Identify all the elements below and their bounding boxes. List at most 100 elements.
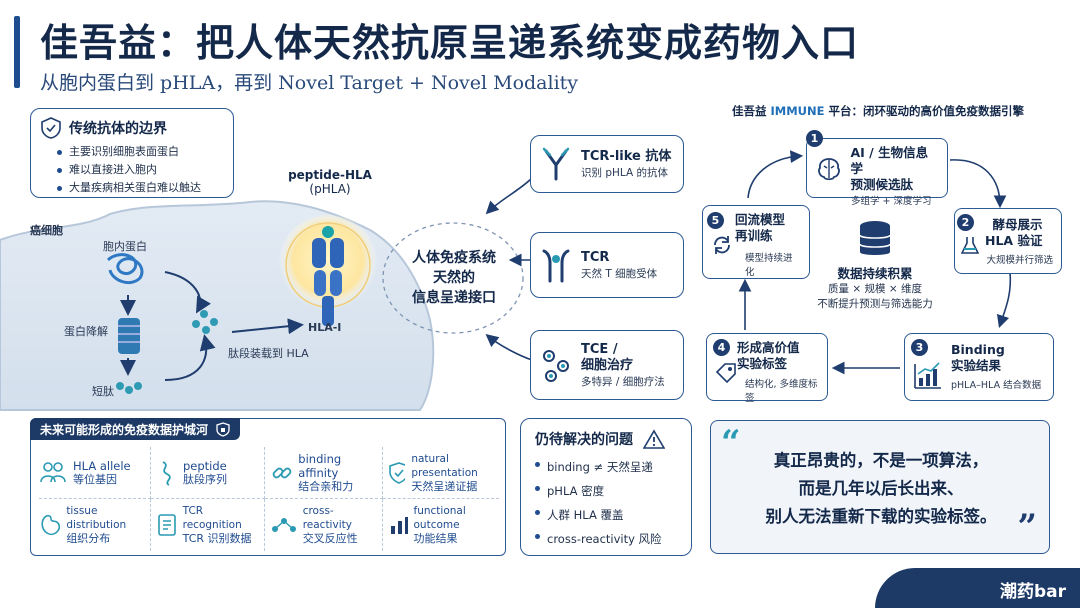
problems-title: 仍待解决的问题: [535, 432, 633, 448]
step-title: 形成高价值: [737, 340, 800, 355]
step-title-line2: 预测候选肽: [850, 177, 914, 192]
shield-check-icon: [389, 461, 406, 484]
step-number: 2: [957, 214, 974, 231]
boundary-item: 难以直接进入胞内: [57, 161, 223, 179]
moat-item-title: cross-reactivity: [302, 505, 352, 531]
lock-shield-icon: [216, 421, 230, 437]
moat-item-sub: 天然呈递证据: [411, 479, 478, 493]
quote-line: 真正昂贵的，不是一项算法，: [773, 451, 989, 470]
platform-step-3: 3 Binding 实验结果 pHLA–HLA 结合数据: [904, 333, 1054, 401]
refresh-icon: [714, 236, 730, 254]
step-title: 酵母展示: [992, 217, 1043, 232]
step-title-line2: 实验结果: [951, 358, 1002, 373]
moat-item-sub: 功能结果: [413, 532, 458, 545]
modality-sub: 识别 pHLA 的抗体: [581, 166, 669, 179]
tcr-receptor-icon: [542, 249, 570, 283]
modality-card-tce: TCE / 细胞治疗 多特异 / 细胞疗法: [530, 330, 684, 400]
hla-molecule-icon: [278, 215, 378, 326]
quote-line: 别人无法重新下载的实验标签。: [765, 507, 997, 526]
modality-card-tcr-like: TCR-like 抗体 识别 pHLA 的抗体: [530, 135, 684, 193]
tag-label-icon: [715, 363, 736, 384]
step-number: 4: [713, 339, 730, 356]
peptide-label: 短肽: [92, 385, 114, 398]
modality-sub: 多特异 / 细胞疗法: [581, 375, 665, 388]
step-title: Binding: [951, 342, 1005, 357]
core-title: 数据持续积累: [837, 266, 913, 281]
step-number: 1: [806, 130, 823, 147]
page-title: 佳吾益：把人体天然抗原呈递系统变成药物入口: [40, 20, 860, 65]
antibody-boundary-card: 传统抗体的边界 主要识别细胞表面蛋白 难以直接进入胞内 大量疾病相关蛋白难以触达: [30, 108, 234, 198]
bar-chart-icon: [391, 517, 408, 534]
center-line: 人体免疫系统: [412, 250, 496, 266]
modality-card-tcr: TCR 天然 T 细胞受体: [530, 232, 684, 298]
platform-step-4: 4 形成高价值 实验标签 结构化, 多维度标签: [706, 333, 828, 404]
moat-header: 未来可能形成的免疫数据护城河: [30, 418, 241, 440]
proteasome-icon: [118, 318, 140, 354]
tissue-icon: [41, 514, 61, 536]
moat-item-title: tissue distribution: [66, 505, 127, 531]
step-sub: 结构化, 多维度标签: [745, 379, 818, 404]
moat-item-sub: TCR 识别数据: [182, 532, 252, 545]
modality-title: TCR: [581, 249, 610, 265]
peptide-beads: [116, 382, 142, 394]
platform-title-suffix: 平台：闭环驱动的高价值免疫数据引擎: [824, 104, 1025, 118]
phla-label: peptide-HLA: [288, 168, 372, 182]
step-number: 3: [911, 339, 928, 356]
moat-item-title: functional outcome: [413, 505, 466, 531]
peptide-fragments: [192, 310, 218, 334]
boundary-item: 主要识别细胞表面蛋白: [57, 143, 223, 161]
hla-label: HLA-I: [308, 321, 342, 334]
step-title-line2: 再训练: [735, 228, 773, 243]
moat-item-sub: 肽段序列: [183, 472, 227, 486]
core-line: 质量 × 规模 × 维度: [828, 283, 922, 295]
peptide-chain-icon: [162, 460, 171, 486]
modality-connectors: [485, 177, 533, 361]
warning-icon: [643, 429, 665, 449]
problem-item: pHLA 密度: [535, 479, 677, 503]
brain-icon: [818, 158, 840, 181]
moat-item-title: HLA allele: [73, 458, 131, 473]
moat-item-title: natural presentation: [411, 452, 478, 479]
database-icon: [859, 221, 891, 255]
platform-title: 佳吾益 IMMUNE 平台：闭环驱动的高价值免疫数据引擎: [732, 103, 1024, 119]
step-title: 回流模型: [735, 212, 786, 227]
step-number: 5: [707, 212, 724, 229]
moat-item-sub: 组织分布: [66, 532, 111, 545]
moat-item-sub: 等位基因: [73, 472, 117, 486]
step-sub: pHLA–HLA 结合数据: [951, 380, 1042, 391]
moat-item-title: TCR recognition: [182, 505, 242, 531]
loading-label: 肽段装载到 HLA: [228, 347, 309, 360]
antibody-y-icon: [542, 147, 570, 181]
problem-item: cross-reactivity 风险: [535, 527, 677, 551]
step-sub: 多组学 + 深度学习: [851, 196, 932, 207]
center-dashed-ring: [382, 222, 524, 334]
data-core: 数据持续积累 质量 × 规模 × 维度 不断提升预测与筛选能力: [800, 263, 950, 312]
step-title-line2: 实验标签: [737, 356, 788, 371]
step-sub: 大规模并行筛选: [986, 255, 1053, 266]
modality-title: TCR-like 抗体: [581, 148, 672, 164]
open-problems-card: 仍待解决的问题 binding ≠ 天然呈递 pHLA 密度 人群 HLA 覆盖…: [520, 418, 692, 556]
people-icon: [40, 461, 66, 482]
modality-sub: 天然 T 细胞受体: [581, 267, 658, 280]
platform-brand: IMMUNE: [770, 104, 825, 118]
protein-blob: [106, 253, 144, 284]
step-sub: 模型持续进化: [745, 253, 793, 278]
modality-title-line2: 细胞治疗: [581, 357, 634, 373]
document-icon: [158, 514, 176, 536]
moat-item-title: peptide: [183, 458, 227, 473]
cycle-arrows: [738, 150, 1012, 375]
step-title: AI / 生物信息学: [850, 145, 929, 176]
quote-line: 而是几年以后长出来、: [798, 479, 964, 498]
phla-label-group: peptide-HLA (pHLA): [282, 168, 378, 196]
problem-item: 人群 HLA 覆盖: [535, 503, 677, 527]
close-quote-icon: ”: [1017, 507, 1037, 547]
